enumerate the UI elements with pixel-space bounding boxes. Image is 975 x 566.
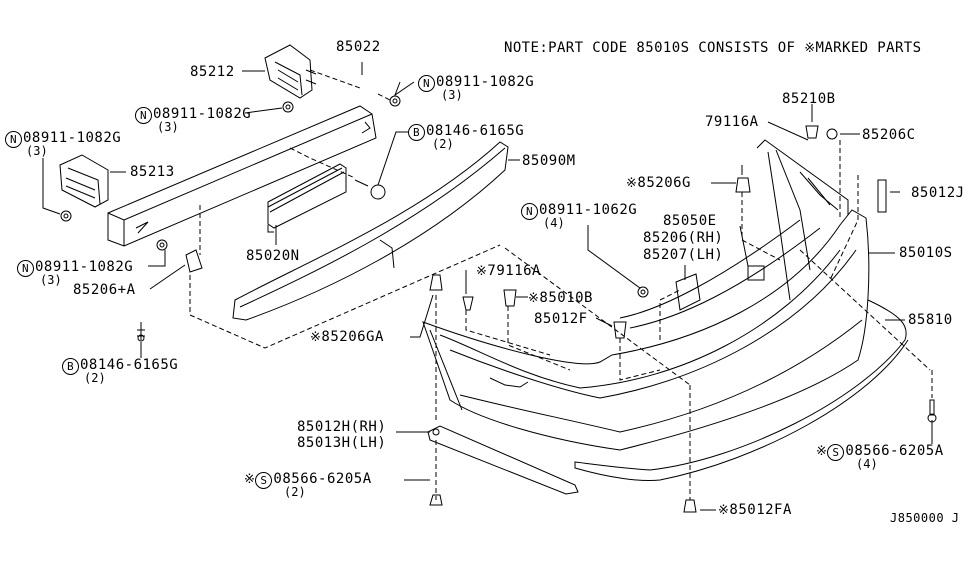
marked-symbol-icon: ※ [476,264,488,279]
bracket-85012H[interactable] [427,425,579,495]
qty-n-far-left: (3) [26,144,48,158]
qty-n-top-left: (3) [157,120,179,134]
part-label-85206RH[interactable]: 85206(RH) [643,230,724,246]
qty-n-lower-left: (3) [40,273,62,287]
part-label-85212[interactable]: 85212 [190,64,235,80]
bracket-85213[interactable] [59,154,109,208]
marked-symbol-icon: ※ [804,41,816,56]
n-circle-icon: N [135,107,152,124]
bumper-fascia-85010S[interactable] [422,209,870,451]
marked-symbol-icon: ※ [626,176,638,191]
part-label-85010B[interactable]: ※85010B [528,290,593,306]
marked-symbol-icon: ※ [310,330,322,345]
qty-b-bottom: (2) [84,371,106,385]
s-circle-icon: S [827,444,845,461]
leader-lines [42,62,933,511]
part-label-85213[interactable]: 85213 [130,164,175,180]
part-label-85012F[interactable]: 85012F [534,311,588,327]
reinforcement-beam-85022[interactable] [107,105,377,247]
qty-s-left: (2) [284,485,306,499]
qty-s-right: (4) [856,457,878,471]
n-circle-icon: N [17,260,34,277]
part-label-85022[interactable]: 85022 [336,39,381,55]
air-dam-85810[interactable] [574,299,909,481]
part-label-85090M[interactable]: 85090M [522,153,576,169]
n-circle-icon: N [418,75,435,92]
marked-symbol-icon: ※ [718,503,730,518]
side-bracket-79116A[interactable] [756,139,849,301]
energy-absorber-85020N[interactable] [267,163,347,233]
b-circle-icon: B [62,358,79,375]
nut-icons [60,95,649,298]
bracket-85212[interactable] [264,44,317,99]
part-label-85010S[interactable]: 85010S [899,245,953,261]
marked-symbol-icon: ※ [816,444,828,459]
part-label-85012FA[interactable]: ※85012FA [718,502,792,518]
part-label-85207LH[interactable]: 85207(LH) [643,247,724,263]
b-circle-icon: B [408,124,425,141]
assembly-lines [189,69,933,500]
part-label-85206G[interactable]: ※85206G [626,175,691,191]
qty-n-mid: (4) [543,216,565,230]
n-circle-icon: N [521,203,538,220]
qty-b-top: (2) [432,137,454,151]
part-label-85013H[interactable]: 85013H(LH) [297,435,387,451]
part-label-85012J[interactable]: 85012J [911,185,965,201]
part-label-85020N[interactable]: 85020N [246,248,300,264]
part-label-85206A[interactable]: 85206+A [73,282,136,298]
part-label-85012H[interactable]: 85012H(RH) [297,419,387,435]
diagram-code: J850000 J [890,511,960,525]
part-label-85206C[interactable]: 85206C [862,127,916,143]
marked-symbol-icon: ※ [528,291,540,306]
part-label-85050E[interactable]: 85050E [663,213,717,229]
part-label-85206GA[interactable]: ※85206GA [310,329,384,345]
part-label-85210B[interactable]: 85210B [782,91,836,107]
marked-symbol-icon: ※ [244,472,256,487]
part-label-79116A-top[interactable]: 79116A [705,114,759,130]
n-circle-icon: N [5,131,22,148]
note-text: NOTE:PART CODE 85010S CONSISTS OF ※MARKE… [504,40,922,56]
part-label-79116A-marked[interactable]: ※79116A [476,263,541,279]
fascia-85090M[interactable] [232,141,509,321]
qty-n-top-right: (3) [441,88,463,102]
part-label-85810[interactable]: 85810 [908,312,953,328]
s-circle-icon: S [255,472,273,489]
clip-icons [185,125,937,513]
